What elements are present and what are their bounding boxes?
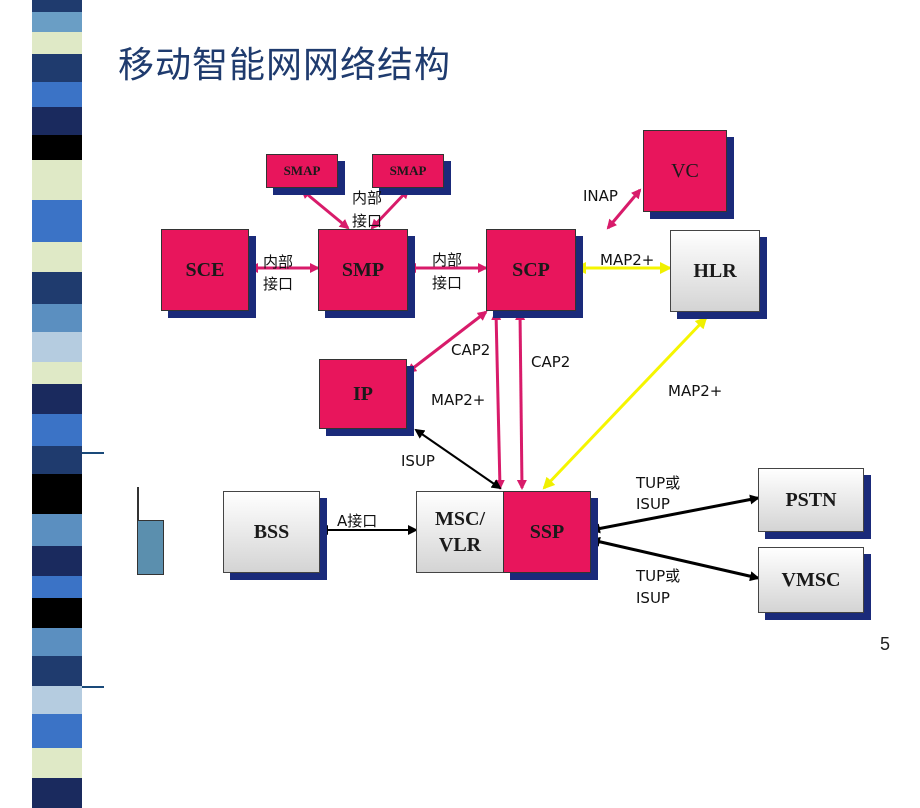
label-cap-ssp: CAP2 [531,353,571,371]
divider-line [82,686,104,688]
label-isup-ip: ISUP [401,452,435,470]
connection-lines [248,188,760,582]
label-tup-vmsc-2: ISUP [636,589,670,607]
label-smp-scp-1: 内部 [432,251,463,269]
hlr-node[interactable]: HLR [670,230,760,312]
label-map-ip: MAP2+ [431,391,486,409]
smp-node[interactable]: SMP [318,229,408,311]
pstn-node[interactable]: PSTN [758,468,864,532]
link-scp-ssp [515,310,527,490]
smap-node-2[interactable]: SMAP [372,154,444,188]
link-scp-msc [491,310,505,490]
label-smap-if-1: 内部 [352,189,383,207]
label-tup-pstn-1: TUP或 [636,474,681,492]
smap-node-1[interactable]: SMAP [266,154,338,188]
link-ssp-pstn [590,494,760,534]
divider-line [82,452,104,454]
bss-node[interactable]: BSS [223,491,320,573]
mobile-phone-icon [137,520,164,575]
page-title: 移动智能网网络结构 [118,45,452,86]
link-ssp-vmsc [590,536,760,582]
ip-node[interactable]: IP [319,359,407,429]
msc-vlr-node[interactable]: MSC/ VLR [416,491,504,573]
label-cap-ip: CAP2 [451,341,491,359]
link-hlr-ssp [542,316,708,490]
label-sce-smp-1: 内部 [263,253,294,271]
link-ip-msc [414,428,502,490]
vc-node[interactable]: VC [643,130,727,212]
ssp-node[interactable]: SSP [503,491,591,573]
sce-node[interactable]: SCE [161,229,249,311]
page-number: 5 [879,634,890,654]
link-scp-vc [606,188,642,230]
label-sce-smp-2: 接口 [263,275,294,293]
scp-node[interactable]: SCP [486,229,576,311]
link-scp-ip [406,310,488,374]
label-a-interface: A接口 [337,512,378,530]
link-smap2-smp [370,188,410,230]
label-tup-pstn-2: ISUP [636,495,670,513]
label-smap-if-2: 接口 [352,212,383,230]
label-map-hlr-ssp: MAP2+ [668,382,723,400]
label-smp-scp-2: 接口 [432,274,463,292]
vmsc-node[interactable]: VMSC [758,547,864,613]
link-smap1-smp [300,188,350,230]
label-inap: INAP [583,187,618,205]
label-map-scp-hlr: MAP2+ [600,251,655,269]
label-tup-vmsc-1: TUP或 [636,567,681,585]
